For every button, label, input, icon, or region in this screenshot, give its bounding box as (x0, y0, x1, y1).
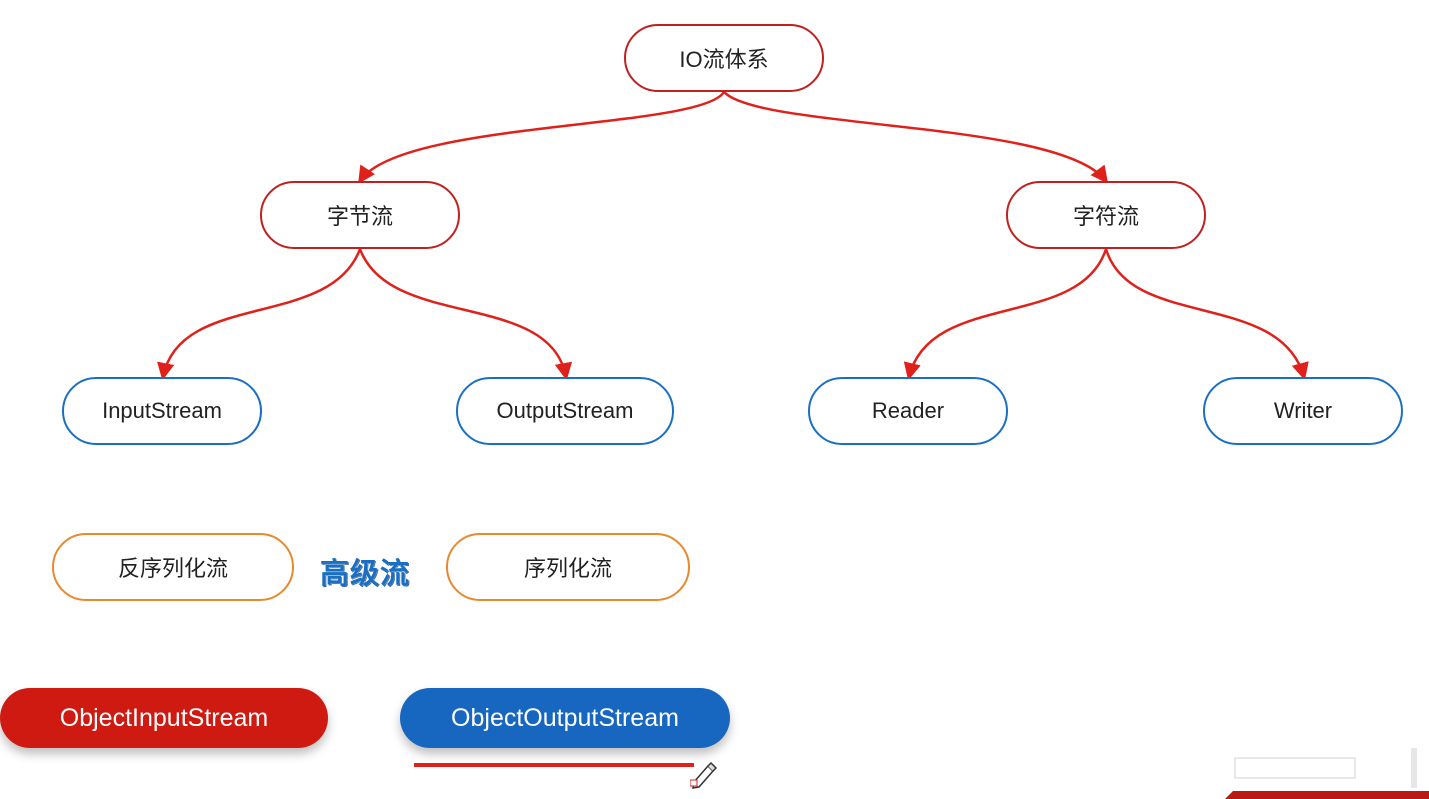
edge-byte-to-inputstream (157, 248, 362, 381)
edge-char-to-reader (903, 248, 1108, 381)
node-outputstream: OutputStream (456, 377, 674, 445)
node-writer: Writer (1203, 377, 1403, 445)
edge-char-to-writer (1104, 248, 1309, 381)
pencil-icon (690, 761, 718, 789)
node-outputstream-label: OutputStream (496, 398, 634, 423)
node-char-stream: 字符流 (1006, 181, 1206, 249)
edge-root-to-byte-stream (358, 91, 726, 184)
edge-byte-to-outputstream (358, 248, 573, 381)
pill-object-output-stream: ObjectOutputStream (400, 688, 730, 748)
node-serialization-stream: 序列化流 (446, 533, 690, 601)
pill-object-input-stream: ObjectInputStream (0, 688, 328, 748)
node-reader: Reader (808, 377, 1008, 445)
advanced-stream-label: 高级流 (320, 558, 411, 590)
node-inputstream-label: InputStream (102, 398, 222, 423)
node-inputstream: InputStream (62, 377, 262, 445)
pill-object-output-stream-label: ObjectOutputStream (451, 703, 679, 732)
node-deserialization-stream: 反序列化流 (52, 533, 294, 601)
node-io-root: IO流体系 (624, 24, 824, 92)
pill-object-input-stream-label: ObjectInputStream (59, 703, 269, 732)
annotation-underline (414, 763, 694, 767)
edge-root-to-char-stream (723, 91, 1109, 184)
node-writer-label: Writer (1273, 398, 1333, 423)
node-io-root-label: IO流体系 (679, 47, 769, 72)
node-serialization-stream-label: 序列化流 (523, 556, 612, 581)
node-deserialization-stream-label: 反序列化流 (117, 556, 228, 581)
watermark-logo (1225, 748, 1429, 799)
node-char-stream-label: 字符流 (1072, 204, 1139, 229)
node-byte-stream-label: 字节流 (326, 204, 393, 229)
node-reader-label: Reader (871, 398, 945, 423)
node-byte-stream: 字节流 (260, 181, 460, 249)
